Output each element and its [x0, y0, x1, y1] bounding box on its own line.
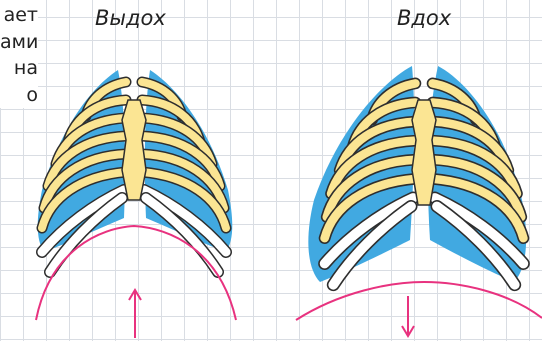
sternum [412, 100, 436, 205]
exhale-ribcage [36, 70, 236, 338]
inhale-ribcage [296, 66, 542, 336]
sternum [122, 100, 146, 200]
